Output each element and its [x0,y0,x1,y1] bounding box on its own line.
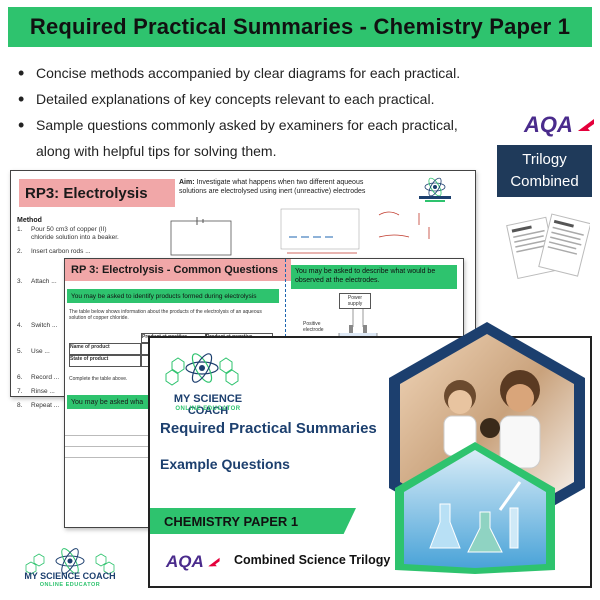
question-prompt: You may be asked wha [67,395,155,409]
aim-text: Investigate what happens when two differ… [179,179,366,195]
step-number: 4. [17,322,23,329]
cover-title: Required Practical Summaries [160,420,377,437]
header-banner: Required Practical Summaries - Chemistry… [8,7,592,47]
brand-name: MY SCIENCE COACH [173,393,243,417]
question-prompt: You may be asked to describe what would … [291,265,457,289]
feature-item: Concise methods accompanied by clear dia… [16,60,516,86]
step-number: 2. [17,248,23,255]
step-number: 1. [17,226,23,233]
step-number: 8. [17,402,23,409]
aqa-swoosh-icon [208,557,220,567]
table-instruction: Complete the table above. [69,376,128,382]
handwritten-notes [280,208,430,254]
answer-lines [65,421,149,481]
step-text: Rinse ... [31,388,55,395]
aqa-logo: AQA [166,552,221,572]
brand-logo-icon [165,353,239,386]
feature-item-continued-text: along with helpful tips for solving them… [36,143,277,159]
cover-subtitle: Example Questions [160,456,290,472]
lab-photos [389,322,585,574]
flasks-figures [429,481,522,553]
slide-heading: RP3: Electrolysis [19,179,175,207]
power-supply-label: Power supply [339,293,371,309]
feature-item: Sample questions commonly asked by exami… [16,112,516,138]
step-text: Repeat ... [31,402,60,409]
table-row-label: State of product [69,355,141,367]
exam-papers-icon [506,213,590,280]
brand-tagline: ONLINE EDUCATOR [175,406,241,412]
paper-banner: CHEMISTRY PAPER 1 [150,508,356,534]
footer-brand-logo-icon [25,548,115,575]
method-label: Method [17,217,42,224]
feature-item-continued: along with helpful tips for solving them… [16,138,516,164]
trilogy-combined-badge: Trilogy Combined [497,145,592,197]
step-text: Pour 50 cm3 of copper (II) chloride solu… [31,226,119,241]
step-text: Record ... [31,374,60,381]
students-figures [443,370,541,469]
aqa-logo-text: AQA [524,112,573,137]
feature-list: Concise methods accompanied by clear dia… [16,60,516,164]
step-number: 3. [17,278,23,285]
trilogy-line1: Trilogy [522,151,567,168]
question-prompt: You may be asked to identify products fo… [67,289,279,303]
electrode-label: Positive electrode [303,321,324,333]
aim-label: Aim: [179,179,195,186]
step-text: Use ... [31,348,50,355]
step-text: Switch ... [31,322,58,329]
step-number: 5. [17,348,23,355]
footer-brand-name: MY SCIENCE COACH [24,571,116,581]
step-text: Attach ... [31,278,57,285]
circuit-diagram [170,217,232,256]
step-number: 7. [17,388,23,395]
aqa-swoosh-icon [577,119,594,131]
slide-heading: RP 3: Electrolysis - Common Questions [65,259,291,281]
step-number: 6. [17,374,23,381]
question-intro: The table below shows information about … [69,309,262,321]
step-text: Insert carbon rods ... [31,248,91,255]
footer-brand-tagline: ONLINE EDUCATOR [39,582,101,588]
trilogy-line2: Combined [510,173,579,190]
aqa-logo-text: AQA [166,552,204,571]
table-row-label: Name of product [69,343,141,355]
slide-aim: Aim: Investigate what happens when two d… [179,178,389,196]
aqa-logo: AQA [524,112,596,138]
brand-logo-icon [419,177,451,202]
page-title: Required Practical Summaries - Chemistry… [29,14,571,39]
feature-item: Detailed explanations of key concepts re… [16,86,516,112]
course-name: Combined Science Trilogy [234,553,391,567]
